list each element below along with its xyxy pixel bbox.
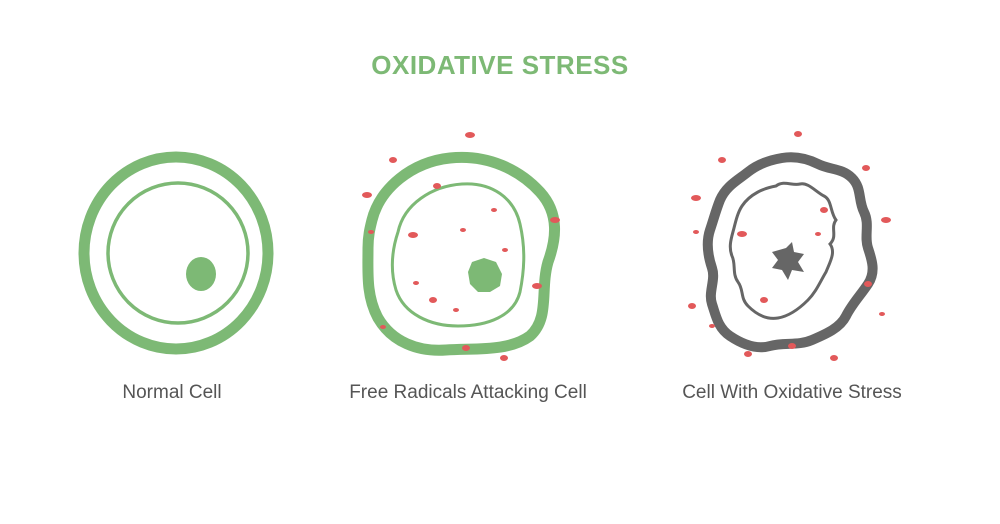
free-radical-dot [460, 228, 466, 232]
free-radical-dot [532, 283, 542, 289]
normal-cell [84, 157, 268, 349]
normal-cell-caption: Normal Cell [72, 382, 272, 404]
free-radical-dot [688, 303, 696, 309]
attacked-cell-nucleus [468, 258, 502, 292]
free-radical-dot [453, 308, 459, 312]
free-radical-dot [462, 345, 470, 351]
free-radical-dot [408, 232, 418, 238]
free-radical-dot [693, 230, 699, 234]
free-radical-dot [413, 281, 419, 285]
free-radical-dot [465, 132, 475, 138]
free-radical-dot [502, 248, 508, 252]
damaged-cell-nucleus [772, 242, 804, 280]
free-radical-dot [500, 355, 508, 361]
free-radical-dot [491, 208, 497, 212]
attacked-cell-inner-membrane [392, 184, 523, 326]
free-radical-dot [362, 192, 372, 198]
normal-cell-outer-membrane [84, 157, 268, 349]
attacked-cell [368, 157, 555, 350]
damaged-cell-caption: Cell With Oxidative Stress [652, 382, 932, 404]
free-radical-dot [550, 217, 560, 223]
normal-cell-nucleus [186, 257, 216, 291]
free-radical-dot [830, 355, 838, 361]
free-radical-dot [815, 232, 821, 236]
free-radical-dot [744, 351, 752, 357]
free-radical-dot [879, 312, 885, 316]
free-radical-dot [709, 324, 715, 328]
free-radical-dot [794, 131, 802, 137]
free-radical-dot [820, 207, 828, 213]
free-radical-dot [691, 195, 701, 201]
free-radical-dot [760, 297, 768, 303]
free-radical-dot [737, 231, 747, 237]
free-radical-dot [433, 183, 441, 189]
free-radical-dot [718, 157, 726, 163]
free-radical-dot [389, 157, 397, 163]
free-radical-dot [864, 281, 872, 287]
normal-cell-inner-membrane [108, 183, 248, 323]
free-radical-dot [862, 165, 870, 171]
attacked-cell-outer-membrane [368, 157, 555, 350]
free-radical-dot [429, 297, 437, 303]
free-radical-dot [380, 325, 386, 329]
free-radical-dot [368, 230, 374, 234]
damaged-cell [708, 157, 873, 347]
attacked-cell-caption: Free Radicals Attacking Cell [318, 382, 618, 404]
free-radical-dot [881, 217, 891, 223]
free-radical-dot [788, 343, 796, 349]
